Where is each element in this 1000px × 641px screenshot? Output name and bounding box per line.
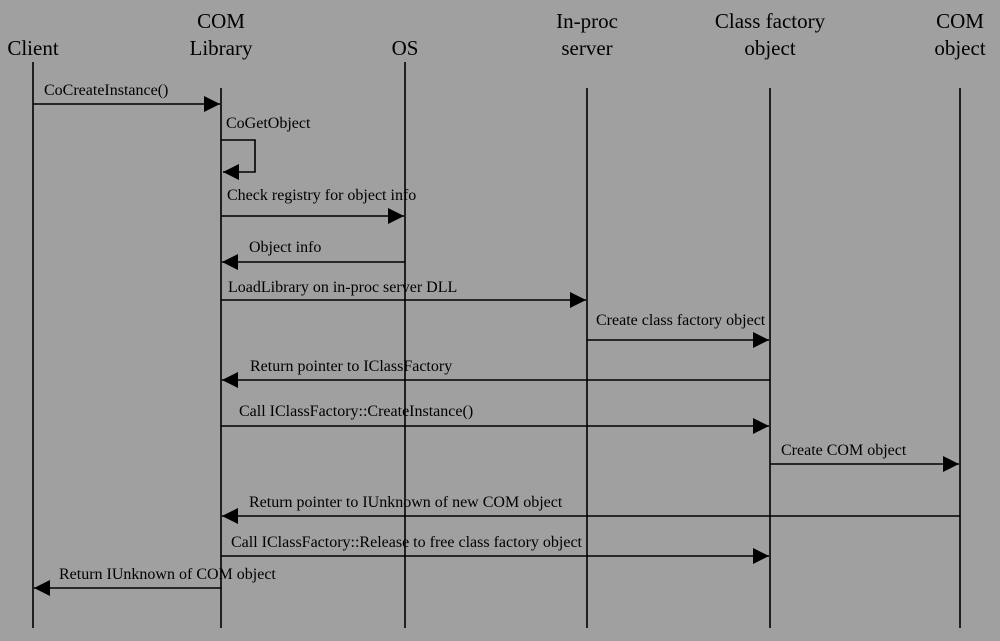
message-label: CoGetObject <box>226 115 311 132</box>
participant-com-library: COM Library <box>121 8 321 62</box>
participant-client: Client <box>0 35 133 62</box>
participant-label: object <box>934 36 986 60</box>
message-label: Create COM object <box>781 442 907 459</box>
participant-label: server <box>561 36 613 60</box>
participant-os: OS <box>305 35 505 62</box>
participant-label: Client <box>7 36 59 60</box>
message-label: Call IClassFactory::CreateInstance() <box>239 403 474 420</box>
message-label: Return pointer to IUnknown of new COM ob… <box>249 494 563 511</box>
participant-label: Class factory <box>714 9 826 33</box>
participant-label: COM <box>197 9 245 33</box>
participant-com-object: COM object <box>860 8 1000 62</box>
message-label: CoCreateInstance() <box>44 82 169 99</box>
message-label: Call IClassFactory::Release to free clas… <box>231 534 582 551</box>
message-label: Return IUnknown of COM object <box>59 566 276 583</box>
participant-label: COM <box>936 9 984 33</box>
participant-label: object <box>744 36 796 60</box>
message-label: Return pointer to IClassFactory <box>250 358 453 375</box>
message-label: Create class factory object <box>596 312 766 329</box>
participant-label: In-proc <box>556 9 618 33</box>
message-arrow-self <box>221 139 256 180</box>
participant-class-factory: Class factory object <box>670 8 870 62</box>
participant-label: OS <box>391 36 419 60</box>
message-label: Check registry for object info <box>227 187 417 204</box>
message-label: LoadLibrary on in-proc server DLL <box>228 279 458 296</box>
participant-label: Library <box>189 36 253 60</box>
message-label: Object info <box>249 239 322 256</box>
participant-inproc-server: In-proc server <box>487 8 687 62</box>
